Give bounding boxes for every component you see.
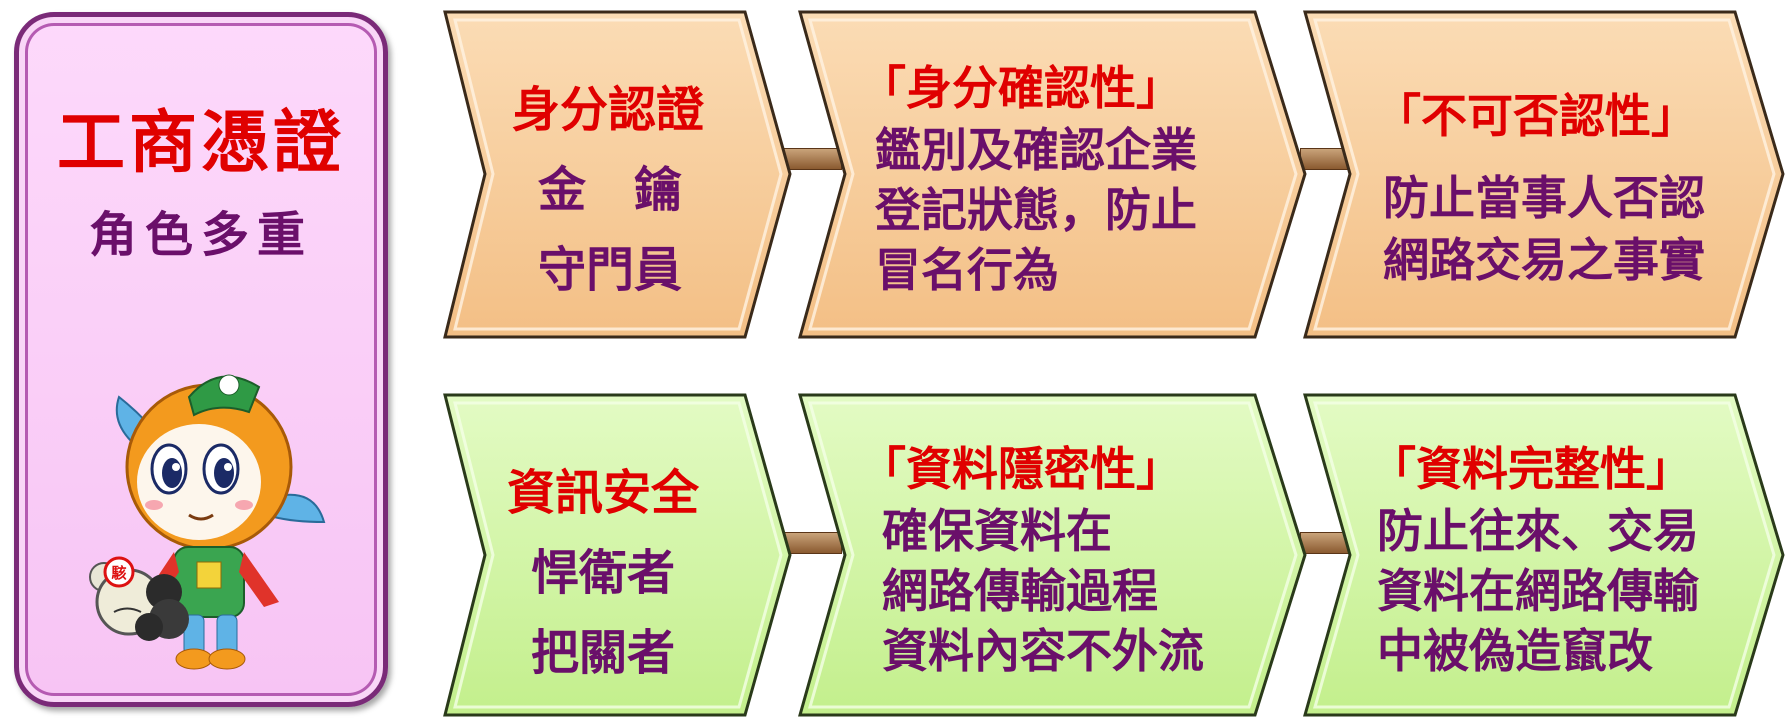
r1-box3-line2: 網路交易之事實 xyxy=(1383,233,1705,287)
mascot-badge: 駭 xyxy=(111,564,126,582)
r1-box1-line1: 身分認證 xyxy=(512,82,705,138)
r1-box2-title: 「身分確認性」 xyxy=(860,61,1182,115)
chevron-data-confidentiality: 「資料隱密性」 確保資料在 網路傳輸過程 資料內容不外流 xyxy=(798,393,1307,717)
r1-box2-line2: 登記狀態，防止 xyxy=(875,183,1197,237)
r2-box3-line3: 中被偽造竄改 xyxy=(1377,624,1653,678)
chevron-info-security: 資訊安全 悍衛者 把關者 xyxy=(443,393,792,717)
r1-box3-title: 「不可否認性」 xyxy=(1375,89,1697,143)
panel-title: 工商憑證 xyxy=(56,103,345,183)
r2-box1-line3: 把關者 xyxy=(531,625,676,681)
panel-subtitle: 角色多重 xyxy=(88,207,313,263)
r2-box2-line2: 網路傳輸過程 xyxy=(882,564,1158,618)
mascot-illustration: 駭 xyxy=(89,374,326,670)
role-panel: 工商憑證 角色多重 駭 xyxy=(14,12,388,707)
chevron-data-integrity: 「資料完整性」 防止往來、交易 資料在網路傳輸 中被偽造竄改 xyxy=(1303,393,1785,717)
r2-box2-line1: 確保資料在 xyxy=(882,504,1112,558)
chevron-non-repudiation: 「不可否認性」 防止當事人否認 網路交易之事實 xyxy=(1303,10,1785,339)
r2-box3-line1: 防止往來、交易 xyxy=(1377,504,1699,558)
r1-box1-line2: 金 鑰 xyxy=(538,162,683,218)
r2-box2-line3: 資料內容不外流 xyxy=(882,624,1204,678)
r1-box2-line1: 鑑別及確認企業 xyxy=(875,123,1197,177)
r2-box1-line2: 悍衛者 xyxy=(531,545,676,601)
r2-box3-title: 「資料完整性」 xyxy=(1370,442,1692,496)
r2-box1-line1: 資訊安全 xyxy=(507,465,700,521)
r1-box2-line3: 冒名行為 xyxy=(875,243,1059,297)
r1-box3-line1: 防止當事人否認 xyxy=(1383,171,1705,225)
r2-box3-line2: 資料在網路傳輸 xyxy=(1377,564,1699,618)
chevron-identity-auth: 身分認證 金 鑰 守門員 xyxy=(443,10,792,339)
chevron-identity-confirmation: 「身分確認性」 鑑別及確認企業 登記狀態，防止 冒名行為 xyxy=(798,10,1307,339)
r2-box2-title: 「資料隱密性」 xyxy=(860,442,1182,496)
r1-box1-line3: 守門員 xyxy=(538,242,683,298)
